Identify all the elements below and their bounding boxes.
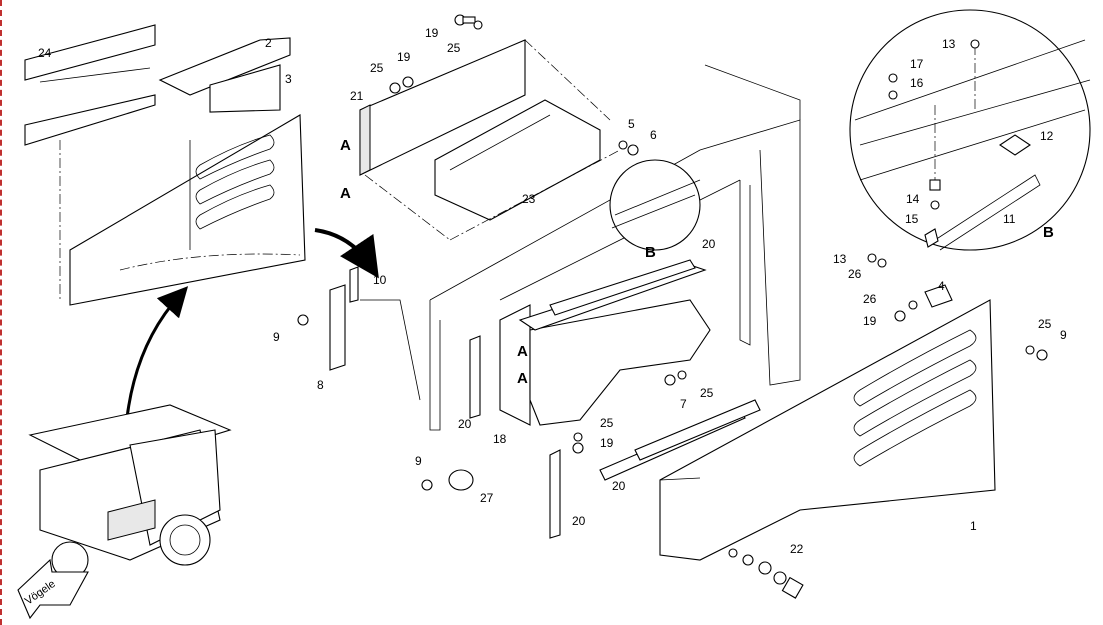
callout-24: 24 <box>38 46 52 60</box>
callout-11: 11 <box>1003 212 1016 226</box>
callout-20: 20 <box>702 237 716 251</box>
callout-9: 9 <box>1060 328 1067 342</box>
view-letter-a: A <box>340 185 351 202</box>
callout-7: 7 <box>680 397 687 411</box>
callout-25: 25 <box>700 386 714 400</box>
callout-26: 26 <box>863 292 877 306</box>
latch-parts <box>329 266 421 401</box>
callout-13: 13 <box>833 252 847 266</box>
callout-8: 8 <box>317 378 324 392</box>
callout-9: 9 <box>273 330 280 344</box>
callout-20: 20 <box>612 479 626 493</box>
callout-20: 20 <box>572 514 586 528</box>
machine-overview <box>28 404 232 579</box>
upper-bracket-assembly <box>359 39 621 241</box>
callout-21: 21 <box>350 89 364 103</box>
mounting-plate <box>499 259 711 426</box>
callout-20: 20 <box>458 417 472 431</box>
callout-25: 25 <box>600 416 614 430</box>
callout-19: 19 <box>600 436 614 450</box>
callout-17: 17 <box>910 57 924 71</box>
detail-circle-b <box>849 9 1091 251</box>
callout-13: 13 <box>942 37 956 51</box>
callout-2: 2 <box>265 36 272 50</box>
view-letter-b: B <box>1043 224 1054 241</box>
callout-3: 3 <box>285 72 292 86</box>
callout-19: 19 <box>425 26 439 40</box>
callout-9: 9 <box>415 454 422 468</box>
callout-25: 25 <box>1038 317 1052 331</box>
callout-25: 25 <box>370 61 384 75</box>
callout-25: 25 <box>447 41 461 55</box>
vogele-arrow-logo: Vögele <box>17 558 89 620</box>
view-letter-a: A <box>517 370 528 387</box>
callout-labels: 24 2 3 19 25 25 19 21 5 6 23 10 9 8 20 2… <box>38 26 1067 556</box>
trim-strips <box>469 335 761 539</box>
fasteners <box>297 14 1048 599</box>
callout-14: 14 <box>906 192 920 206</box>
callout-27: 27 <box>480 491 494 505</box>
callout-5: 5 <box>628 117 635 131</box>
view-letters: A A A A B B <box>340 137 1054 387</box>
side-panel-exploded <box>24 24 306 306</box>
callout-6: 6 <box>650 128 657 142</box>
callout-4: 4 <box>938 279 945 293</box>
view-letter-a: A <box>517 343 528 360</box>
view-letter-b: B <box>645 244 656 261</box>
callout-16: 16 <box>910 76 924 90</box>
callout-22: 22 <box>790 542 804 556</box>
callout-12: 12 <box>1040 129 1054 143</box>
view-letter-a: A <box>340 137 351 154</box>
callout-18: 18 <box>493 432 507 446</box>
callout-19: 19 <box>397 50 411 64</box>
callout-19: 19 <box>863 314 877 328</box>
detail-circle-small <box>609 159 701 251</box>
callout-10: 10 <box>373 273 387 287</box>
callout-23: 23 <box>522 192 536 206</box>
main-side-panel <box>659 299 996 561</box>
callout-1: 1 <box>970 519 977 533</box>
callout-15: 15 <box>905 212 919 226</box>
callout-26: 26 <box>848 267 862 281</box>
